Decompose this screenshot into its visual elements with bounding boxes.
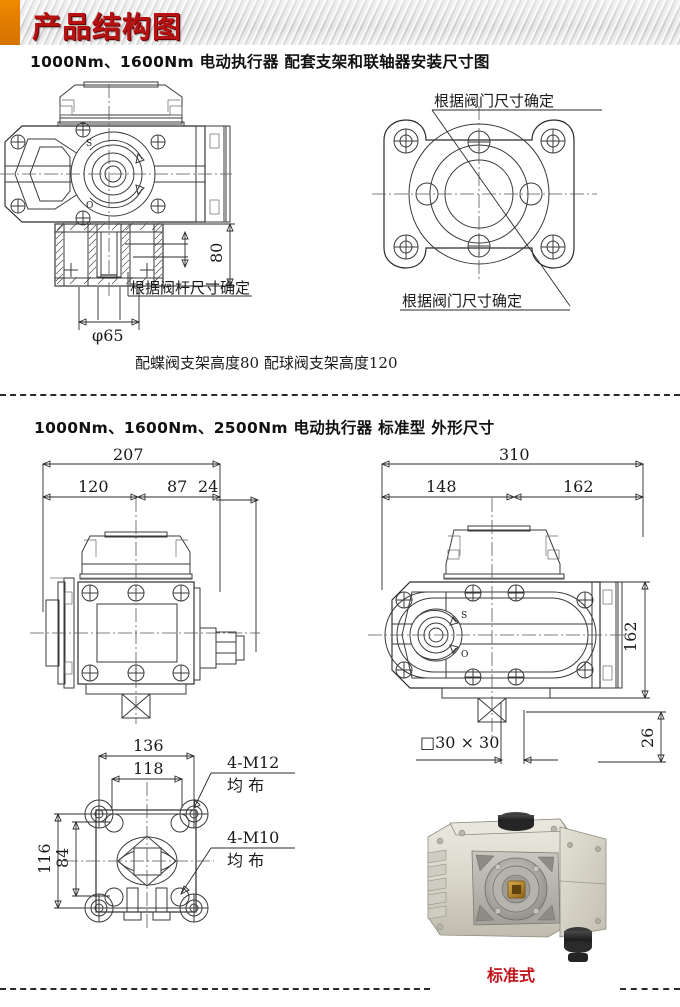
svg-text:136: 136 (133, 736, 164, 755)
svg-text:207: 207 (113, 445, 144, 464)
section2-heading: 1000Nm、1600Nm、2500Nm 电动执行器 标准型 外形尺寸 (34, 419, 495, 437)
svg-text:根据阀杆尺寸确定: 根据阀杆尺寸确定 (130, 279, 250, 297)
svg-text:116: 116 (35, 843, 54, 874)
svg-text:S: S (461, 611, 467, 621)
svg-text:80: 80 (207, 243, 226, 263)
section2-bottom-drawing: 136 118 116 84 (14, 736, 314, 936)
section1-right-drawing: 根据阀门尺寸确定 根据阀门尺寸确定 (372, 88, 662, 338)
page-title: 产品结构图 (32, 10, 183, 44)
svg-text:φ65: φ65 (92, 326, 124, 345)
svg-text:118: 118 (133, 759, 164, 778)
svg-text:根据阀门尺寸确定: 根据阀门尺寸确定 (434, 92, 554, 110)
svg-text:4-M10: 4-M10 (227, 828, 279, 847)
section1-heading: 1000Nm、1600Nm 电动执行器 配套支架和联轴器安装尺寸图 (30, 53, 490, 71)
svg-text:均 布: 均 布 (227, 776, 264, 795)
section1-caption: 配蝶阀支架高度80 配球阀支架高度120 (135, 354, 398, 372)
section-divider-2b (620, 988, 680, 990)
shaft-dimension-detail: □30 × 30 26 (398, 700, 680, 790)
svg-text:□30 × 30: □30 × 30 (420, 733, 499, 752)
svg-text:O: O (461, 650, 468, 660)
section-divider-2 (0, 988, 430, 990)
section-divider-1 (0, 394, 680, 396)
page-header-banner: 产品结构图 (0, 0, 680, 45)
svg-text:84: 84 (53, 848, 72, 868)
section1-left-drawing: S O 80 根 (0, 81, 330, 347)
svg-text:均 布: 均 布 (227, 851, 264, 870)
section2-left-drawing: 207 120 87 24 (20, 445, 320, 727)
header-accent-bar (0, 0, 20, 45)
svg-text:S: S (86, 139, 92, 149)
product-photo (410, 805, 660, 970)
svg-text:120: 120 (78, 477, 109, 496)
svg-text:4-M12: 4-M12 (227, 753, 279, 772)
svg-text:根据阀门尺寸确定: 根据阀门尺寸确定 (402, 292, 522, 310)
svg-text:162: 162 (563, 477, 594, 496)
svg-text:O: O (86, 201, 93, 211)
svg-text:26: 26 (638, 728, 657, 748)
section2-right-drawing: 310 148 162 S O (368, 445, 668, 742)
svg-text:310: 310 (499, 445, 530, 464)
svg-text:162: 162 (621, 621, 640, 652)
svg-text:87: 87 (167, 477, 187, 496)
svg-text:24: 24 (198, 477, 218, 496)
photo-caption: 标准式 (487, 966, 536, 985)
svg-text:148: 148 (426, 477, 457, 496)
